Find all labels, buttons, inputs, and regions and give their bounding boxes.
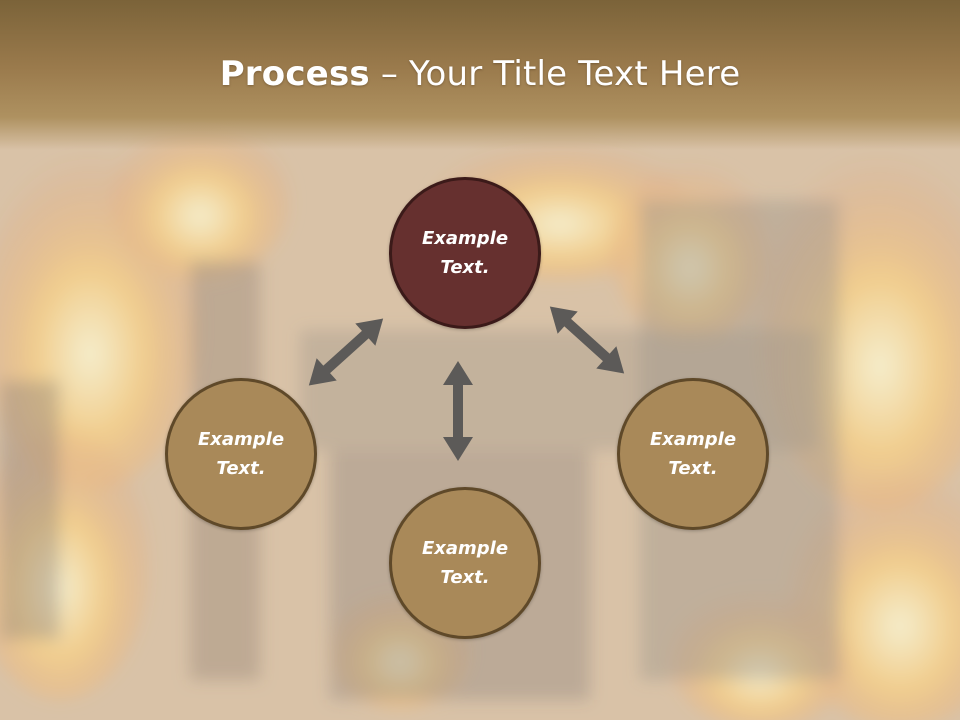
process-node-top: Example Text. [389, 177, 541, 329]
process-node-bottom: Example Text. [389, 487, 541, 639]
slide-title: Process – Your Title Text Here [0, 52, 960, 96]
node-right-text: Example Text. [649, 429, 737, 479]
node-top-text: Example Text. [421, 228, 509, 278]
node-bottom-text: Example Text. [421, 538, 509, 588]
double-arrow-left [308, 318, 384, 386]
process-node-right: Example Text. [617, 378, 769, 530]
node-left-text: Example Text. [197, 429, 285, 479]
title-rest: – Your Title Text Here [369, 54, 741, 94]
title-bold: Process [219, 54, 370, 94]
double-arrow-vertical [443, 361, 473, 461]
process-node-left: Example Text. [165, 378, 317, 530]
title-band [0, 0, 960, 150]
double-arrow-right [549, 306, 625, 374]
